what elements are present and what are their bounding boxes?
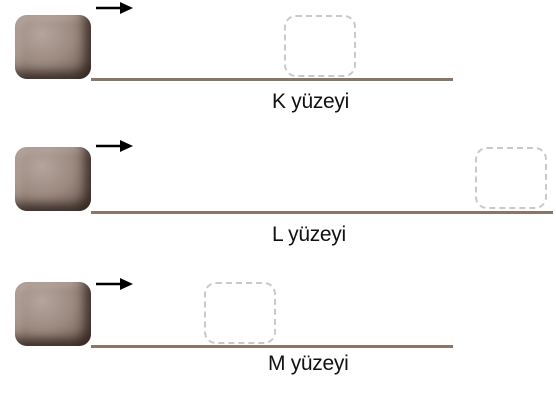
block <box>15 15 91 79</box>
surface-label: K yüzeyi <box>272 90 349 113</box>
surface-label: M yüzeyi <box>268 352 349 375</box>
right-arrow-icon <box>96 140 133 152</box>
surface-l-panel: L yüzeyi <box>0 135 556 260</box>
surface-m-panel: M yüzeyi <box>0 272 556 397</box>
right-arrow-icon <box>96 2 133 14</box>
block <box>15 282 91 346</box>
surface-line <box>91 211 553 214</box>
surface-label: L yüzeyi <box>272 223 346 246</box>
right-arrow-icon <box>96 278 133 290</box>
surface-line <box>91 345 453 348</box>
block <box>15 147 91 211</box>
final-position-outline <box>284 15 356 77</box>
surface-k-panel: K yüzeyi <box>0 0 556 125</box>
surface-line <box>91 78 453 81</box>
final-position-outline <box>475 147 547 209</box>
final-position-outline <box>204 282 276 344</box>
